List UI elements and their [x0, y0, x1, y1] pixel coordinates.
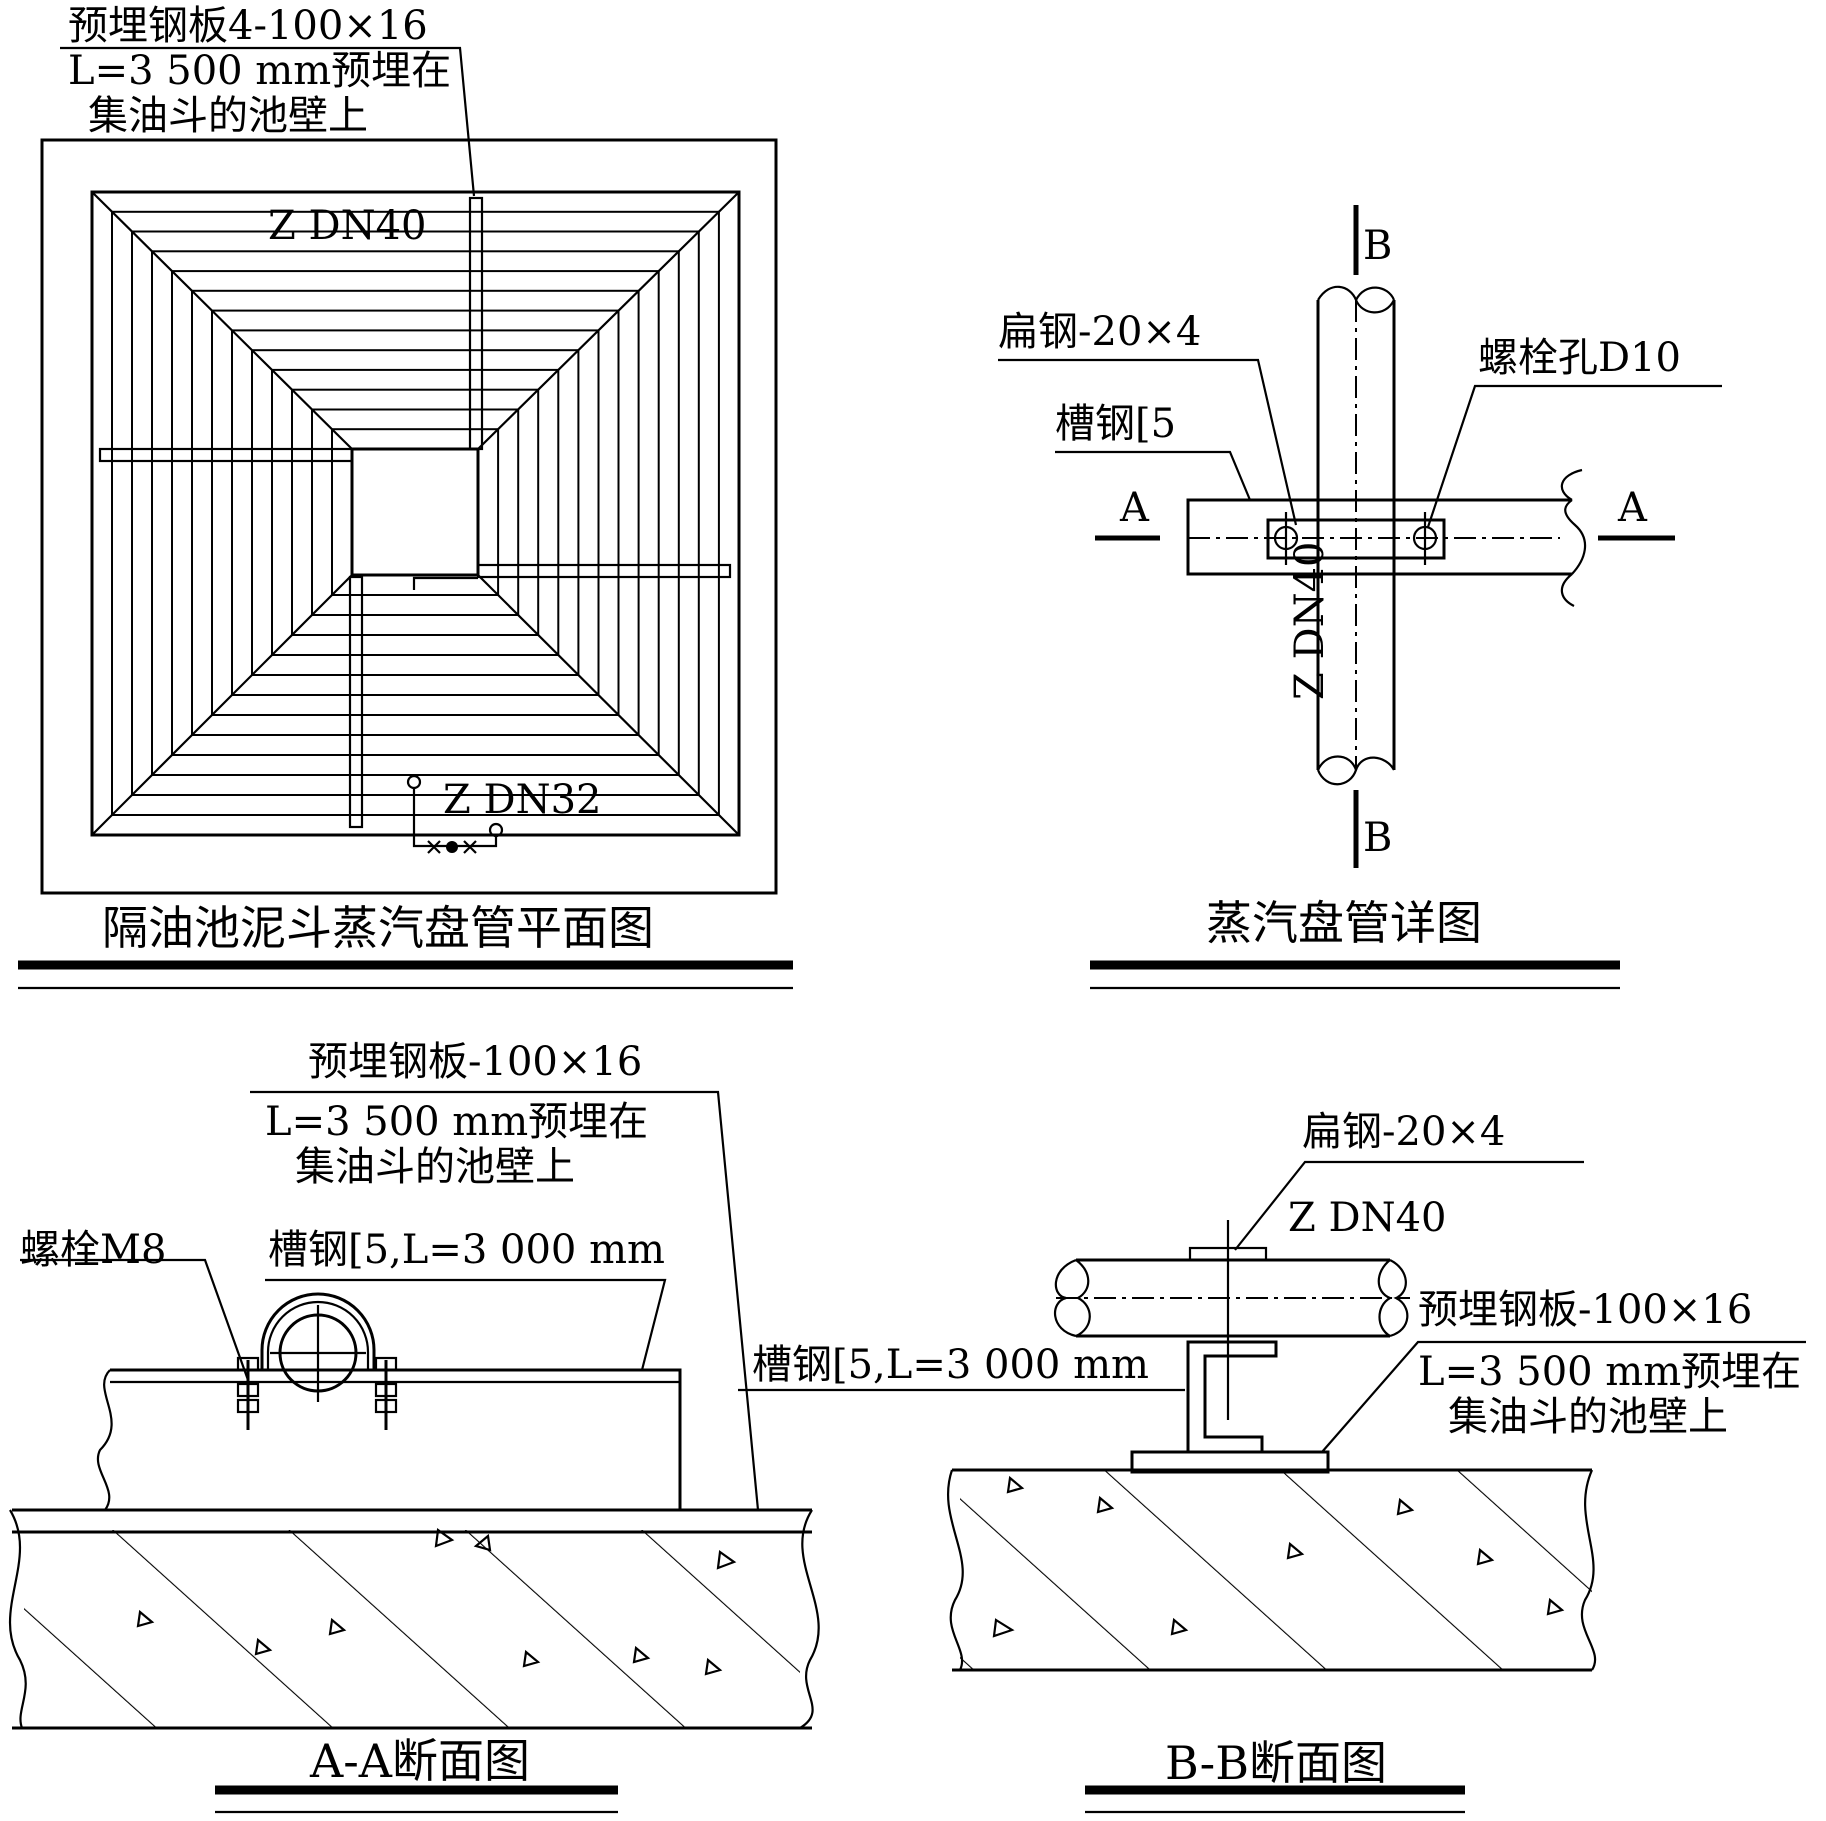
steam-coil: [111, 210, 720, 817]
coil-ring: [311, 408, 520, 616]
coil-ring: [251, 349, 580, 676]
diagonal-bl: [91, 574, 353, 836]
aa-plate-note-line-1: L=3 500 mm预埋在: [265, 1099, 649, 1145]
coil-ring: [231, 329, 600, 696]
plan-note-leader: [60, 46, 476, 197]
bolt-hole-label: 螺栓孔D10: [1478, 335, 1681, 381]
channel-label: 槽钢[5: [1055, 401, 1177, 447]
coil-ring: [171, 270, 660, 756]
coil-ring: [151, 250, 680, 777]
plan-note-line-1: 预埋钢板4-100×16: [68, 3, 428, 49]
support-bar-bottom: [348, 575, 364, 829]
aa-title: A-A断面图: [310, 1734, 530, 1788]
diagonal-tr: [477, 191, 740, 450]
section-a-label-left: A: [1120, 485, 1149, 531]
coil-ring: [211, 309, 620, 716]
plan-inner-frame: [90, 190, 741, 837]
bb-plate-note-line-2: 集油斗的池壁上: [1448, 1393, 1728, 1440]
aa-channel-label: 槽钢[5,L=3 000 mm: [268, 1227, 665, 1273]
coil-ring: [291, 388, 540, 637]
bb-wall-break-right: [1580, 1469, 1597, 1671]
channel-aa-break: [97, 1369, 113, 1511]
pipe-dn40-label: Z DN40: [268, 203, 427, 249]
plan-outer-frame: [40, 138, 778, 895]
aa-bolt-label: 螺栓M8: [20, 1227, 167, 1273]
bb-plate-label: 预埋钢板-100×16: [1418, 1287, 1753, 1333]
plan-view: [18, 46, 793, 990]
diagonal-tl: [91, 191, 353, 450]
bb-channel-label: 槽钢[5,L=3 000 mm: [752, 1342, 1149, 1388]
concrete-wall-hatch: [12, 1530, 800, 1728]
coil-ring: [191, 289, 640, 736]
bb-plate-note-line-1: L=3 500 mm预埋在: [1418, 1349, 1802, 1395]
aa-plate-note: L=3 500 mm预埋在 集油斗的池壁上: [265, 1100, 648, 1190]
plan-title: 隔油池泥斗蒸汽盘管平面图: [102, 901, 654, 955]
bb-flat-steel-leader: [1234, 1160, 1584, 1251]
u-clamp-outer: [250, 1292, 386, 1372]
diagonal-br: [477, 574, 740, 836]
coil-inner-connection: [412, 576, 478, 590]
bolt-hole-leader: [1426, 384, 1722, 528]
valve-icon: [446, 841, 458, 853]
bb-concrete-hatch: [960, 1470, 1592, 1670]
support-bar-right: [476, 563, 732, 579]
wall-break-left: [9, 1509, 27, 1729]
support-bar-top: [468, 196, 484, 451]
bb-flat-steel-label: 扁钢-20×4: [1302, 1109, 1506, 1155]
section-b-label-top: B: [1363, 223, 1393, 269]
bb-title: B-B断面图: [1165, 1736, 1388, 1790]
plan-center-opening: [350, 447, 480, 577]
bb-wall-break-left: [946, 1469, 964, 1671]
section-a-label-right: A: [1618, 485, 1647, 531]
pipe-break-bottom: [1316, 755, 1395, 786]
section-b-label-bottom: B: [1363, 815, 1393, 861]
bb-channel-section: [1186, 1340, 1278, 1454]
bb-pipe-label: Z DN40: [1288, 1195, 1447, 1241]
flat-steel-label: 扁钢-20×4: [998, 309, 1202, 355]
detail-title: 蒸汽盘管详图: [1206, 896, 1482, 950]
channel-leader: [1055, 450, 1252, 501]
pipe-dn32-label: Z DN32: [443, 777, 602, 823]
plan-note-line-2: L=3 500 mm预埋在: [68, 47, 452, 94]
detail-pipe-label: Z DN40: [1287, 541, 1333, 700]
concrete-aggregate-marks: [136, 1528, 737, 1676]
aa-plate-label: 预埋钢板-100×16: [308, 1039, 643, 1085]
pipe-inlet-circle: [406, 774, 422, 790]
flat-steel-leader: [998, 358, 1298, 526]
coil-ring: [111, 210, 720, 817]
coil-ring: [331, 428, 500, 597]
wall-break-right: [799, 1509, 820, 1729]
channel-aa-leader: [265, 1278, 667, 1371]
section-bb-view: [738, 1160, 1806, 1814]
bolt-leader: [20, 1258, 250, 1381]
plan-embedded-plate-note: 预埋钢板4-100×16 L=3 500 mm预埋在 集油斗的池壁上: [68, 4, 451, 138]
channel-aa-body: [110, 1368, 682, 1510]
bolt-left-icon: [236, 1356, 260, 1430]
bolt-right-icon: [374, 1356, 398, 1430]
u-clamp-inner: [266, 1300, 370, 1370]
aa-plate-note-line-2: 集油斗的池壁上: [295, 1143, 575, 1190]
bb-plate-leader: [1321, 1340, 1806, 1453]
channel-break-line: [1560, 468, 1587, 607]
coil-ring: [271, 368, 560, 656]
bb-aggregate-marks: [992, 1475, 1565, 1638]
detail-view: [998, 205, 1722, 990]
bb-plate-note: L=3 500 mm预埋在 集油斗的池壁上: [1418, 1350, 1801, 1440]
wall-mask-left: [12, 1530, 24, 1728]
plate-aa-leader: [250, 1090, 760, 1511]
section-aa-view: [9, 1090, 820, 1814]
plan-note-line-3: 集油斗的池壁上: [88, 92, 368, 139]
support-bar-left: [98, 447, 354, 463]
valve-marks-icon: [427, 840, 477, 854]
coil-ring: [131, 230, 700, 796]
